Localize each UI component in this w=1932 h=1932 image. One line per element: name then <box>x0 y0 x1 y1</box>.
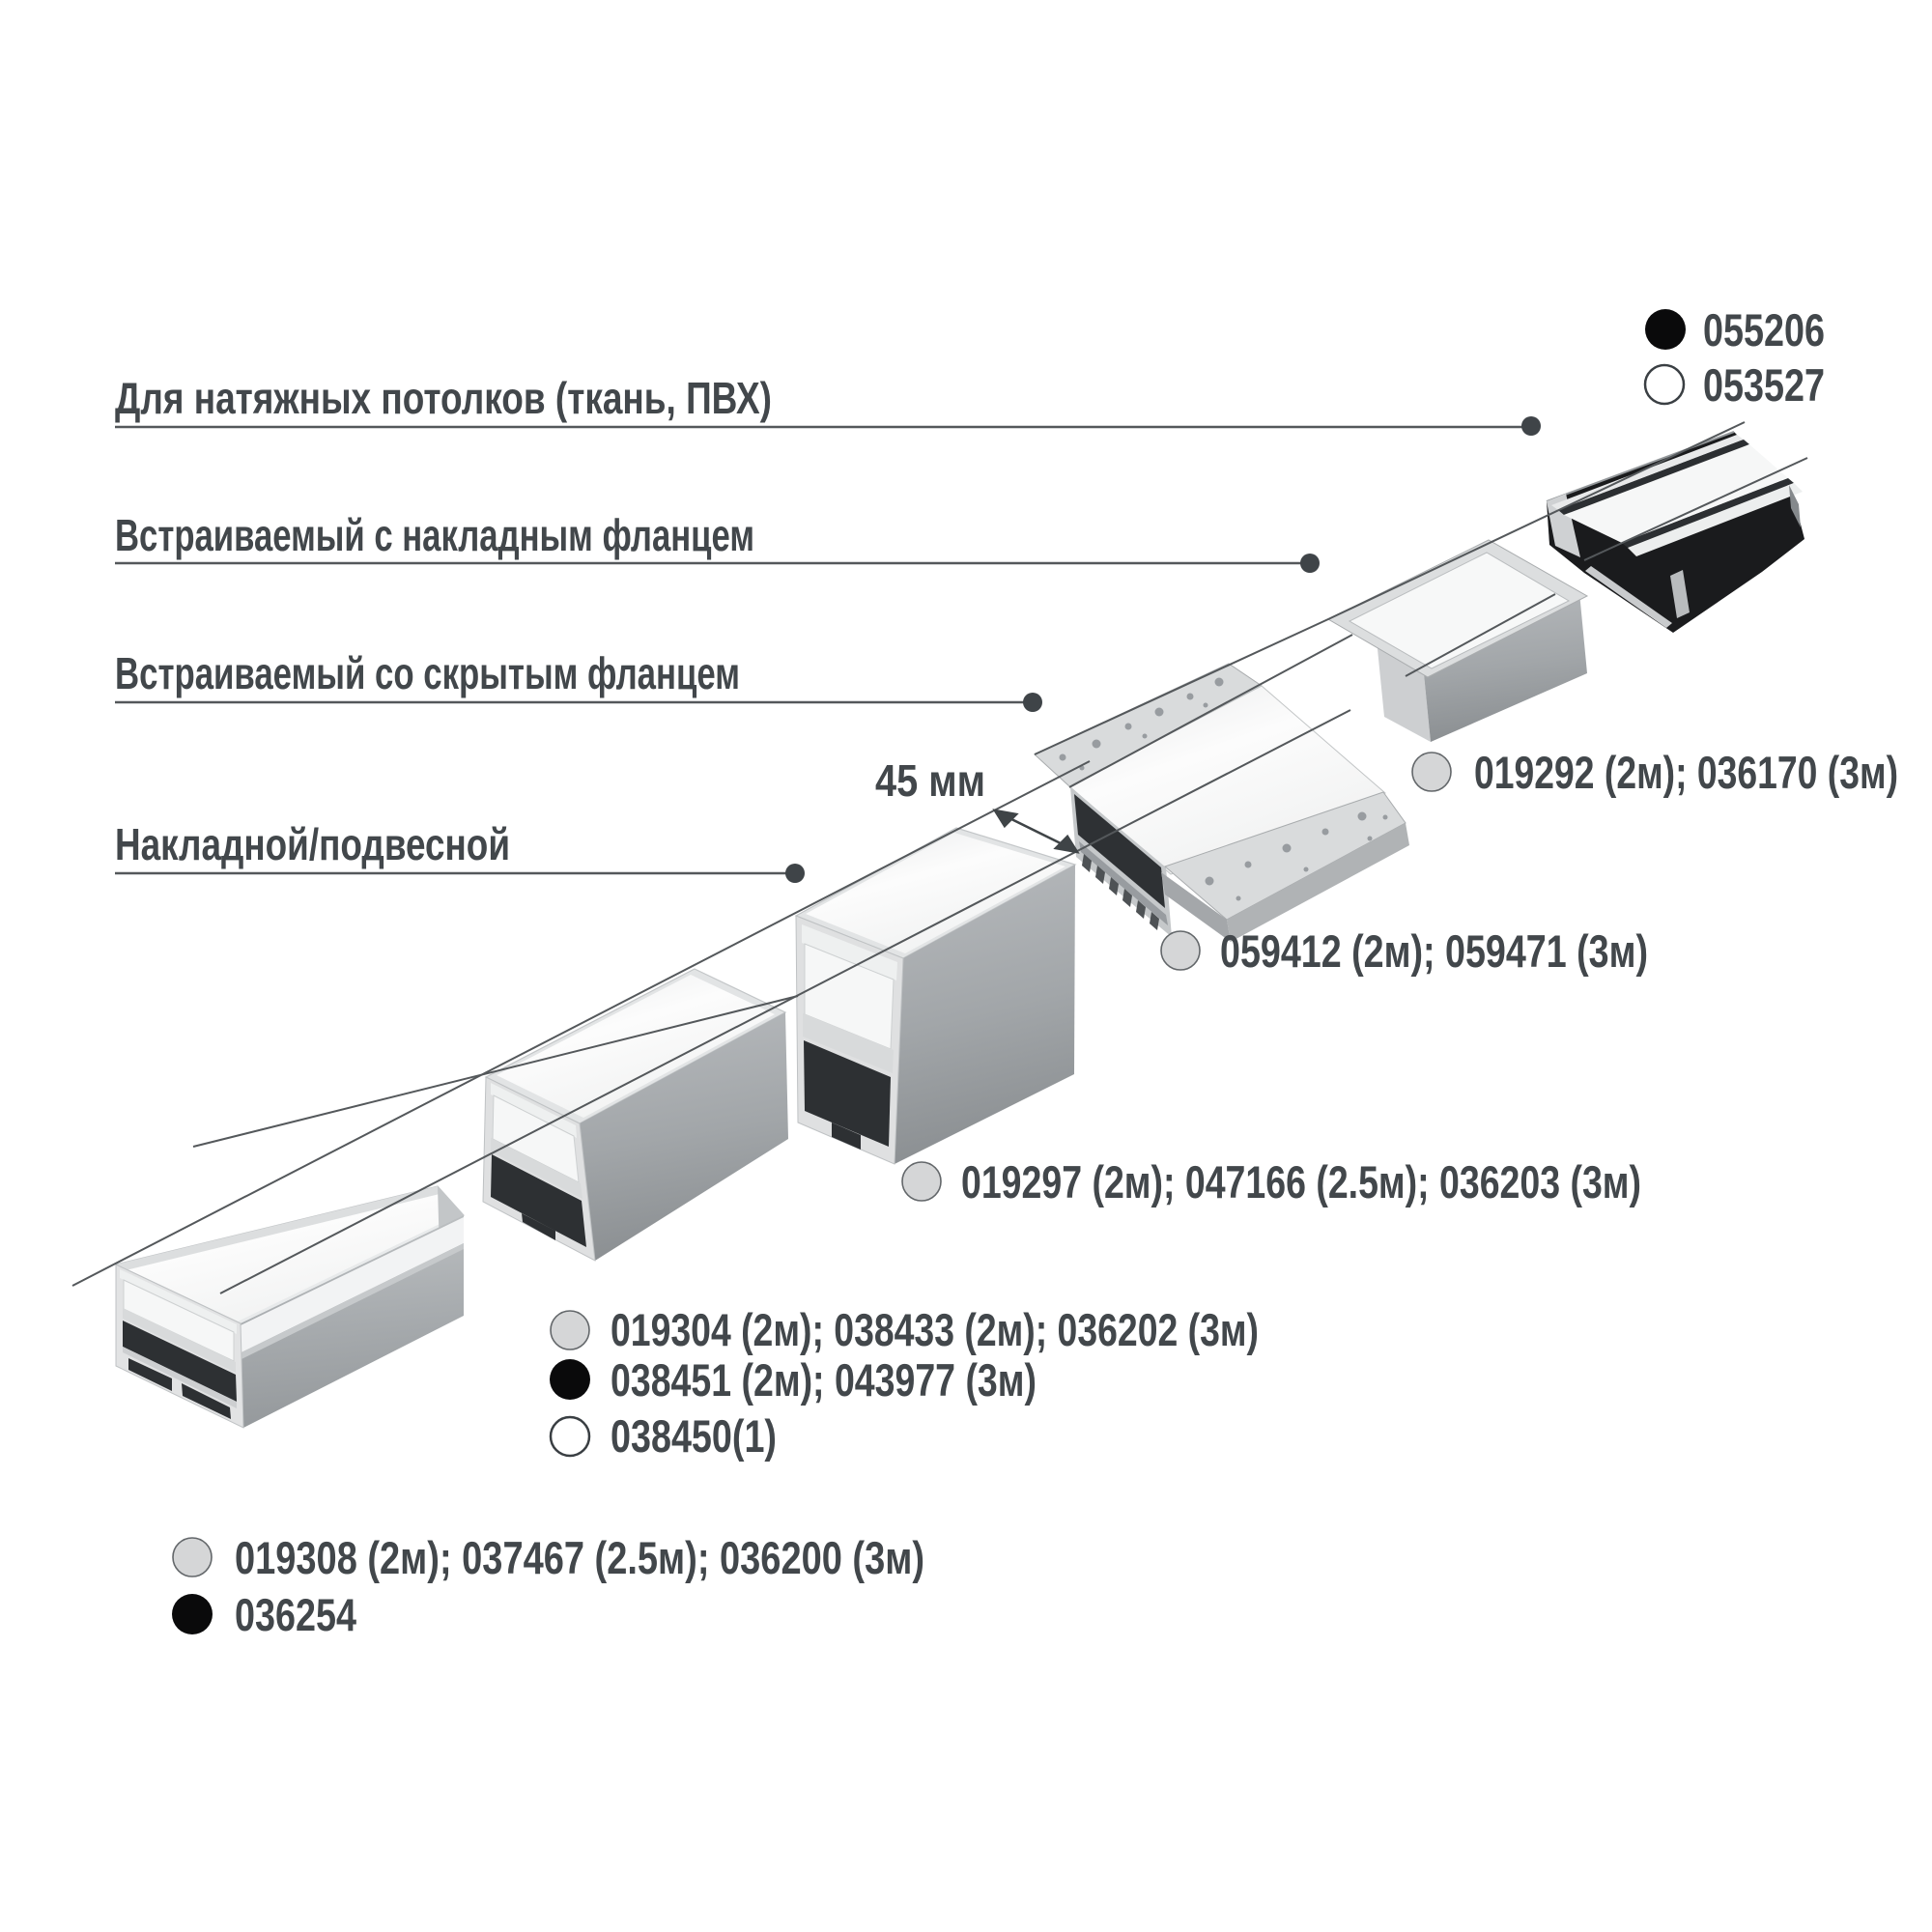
svg-text:Встраиваемый с накладным фланц: Встраиваемый с накладным фланцем <box>115 510 754 560</box>
svg-text:036254: 036254 <box>235 1589 356 1640</box>
svg-text:019297 (2м); 047166 (2.5м); 03: 019297 (2м); 047166 (2.5м); 036203 (3м) <box>961 1156 1641 1208</box>
svg-text:019292 (2м); 036170 (3м): 019292 (2м); 036170 (3м) <box>1474 747 1898 798</box>
svg-text:053527: 053527 <box>1703 359 1825 411</box>
svg-text:055206: 055206 <box>1703 304 1825 355</box>
svg-text:019308 (2м); 037467 (2.5м); 03: 019308 (2м); 037467 (2.5м); 036200 (3м) <box>235 1532 924 1583</box>
svg-text:038451 (2м); 043977 (3м): 038451 (2м); 043977 (3м) <box>611 1354 1037 1406</box>
svg-text:Для натяжных потолков (ткань,: Для натяжных потолков (ткань, ПВХ) <box>115 373 772 423</box>
svg-text:Накладной/подвесной: Накладной/подвесной <box>115 819 510 869</box>
svg-text:45 мм: 45 мм <box>875 755 985 806</box>
svg-text:038450(1): 038450(1) <box>611 1410 777 1462</box>
svg-text:Встраиваемый со скрытым фланце: Встраиваемый со скрытым фланцем <box>115 648 740 698</box>
svg-text:059412 (2м); 059471 (3м): 059412 (2м); 059471 (3м) <box>1220 925 1648 977</box>
svg-text:019304 (2м); 038433 (2м); 0362: 019304 (2м); 038433 (2м); 036202 (3м) <box>611 1304 1259 1355</box>
